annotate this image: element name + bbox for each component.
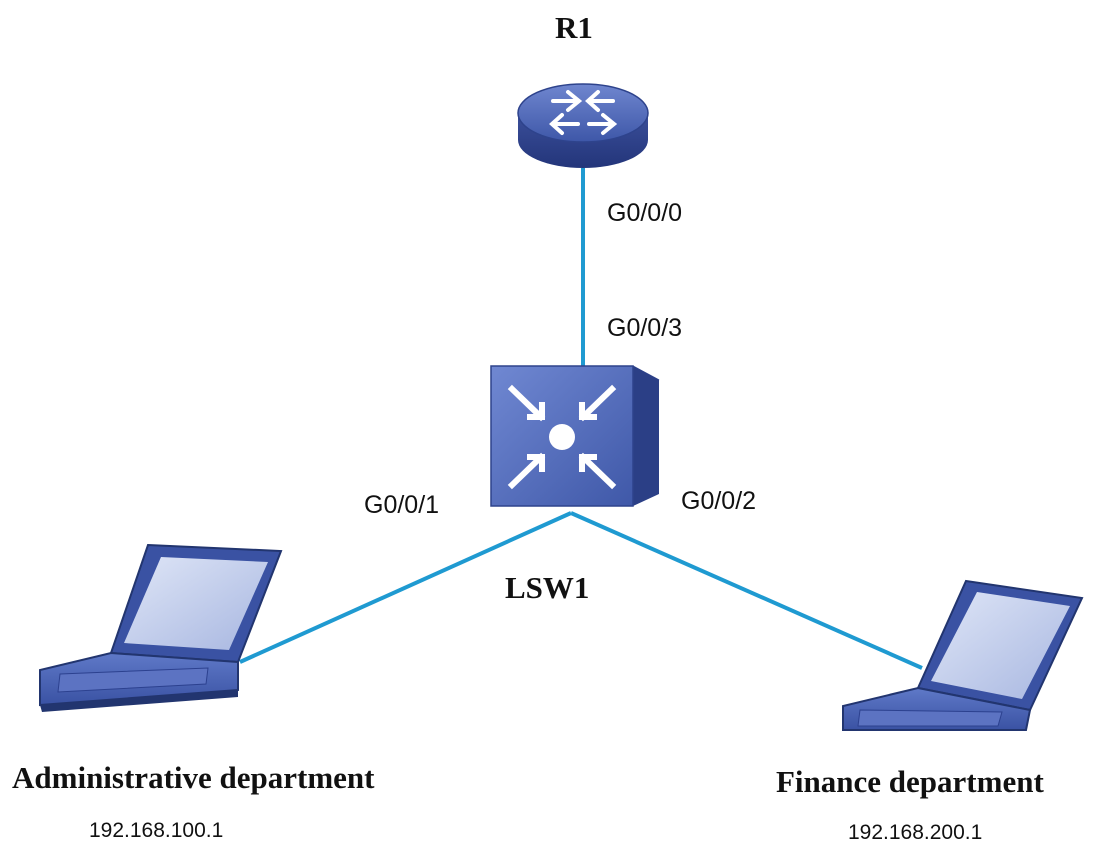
admin-department-label: Administrative department <box>12 760 375 795</box>
laptop-icon[interactable] <box>842 579 1084 731</box>
port-label-lsw1-g001: G0/0/1 <box>364 491 440 519</box>
router-icon[interactable] <box>517 83 649 168</box>
link-lsw1-finance <box>570 511 923 670</box>
admin-ip-label: 192.168.100.1 <box>89 819 224 842</box>
finance-ip-label: 192.168.200.1 <box>848 821 983 844</box>
finance-department-label: Finance department <box>776 764 1044 799</box>
switch-name-label: LSW1 <box>505 570 590 605</box>
laptop-icon[interactable] <box>39 543 283 712</box>
router-name-label: R1 <box>555 10 593 45</box>
link-lsw1-admin <box>239 511 572 664</box>
port-label-lsw1-g003: G0/0/3 <box>607 314 683 342</box>
port-label-r1-g000: G0/0/0 <box>607 199 683 227</box>
layer3-switch-icon[interactable] <box>490 365 660 507</box>
port-label-lsw1-g002: G0/0/2 <box>681 487 757 515</box>
